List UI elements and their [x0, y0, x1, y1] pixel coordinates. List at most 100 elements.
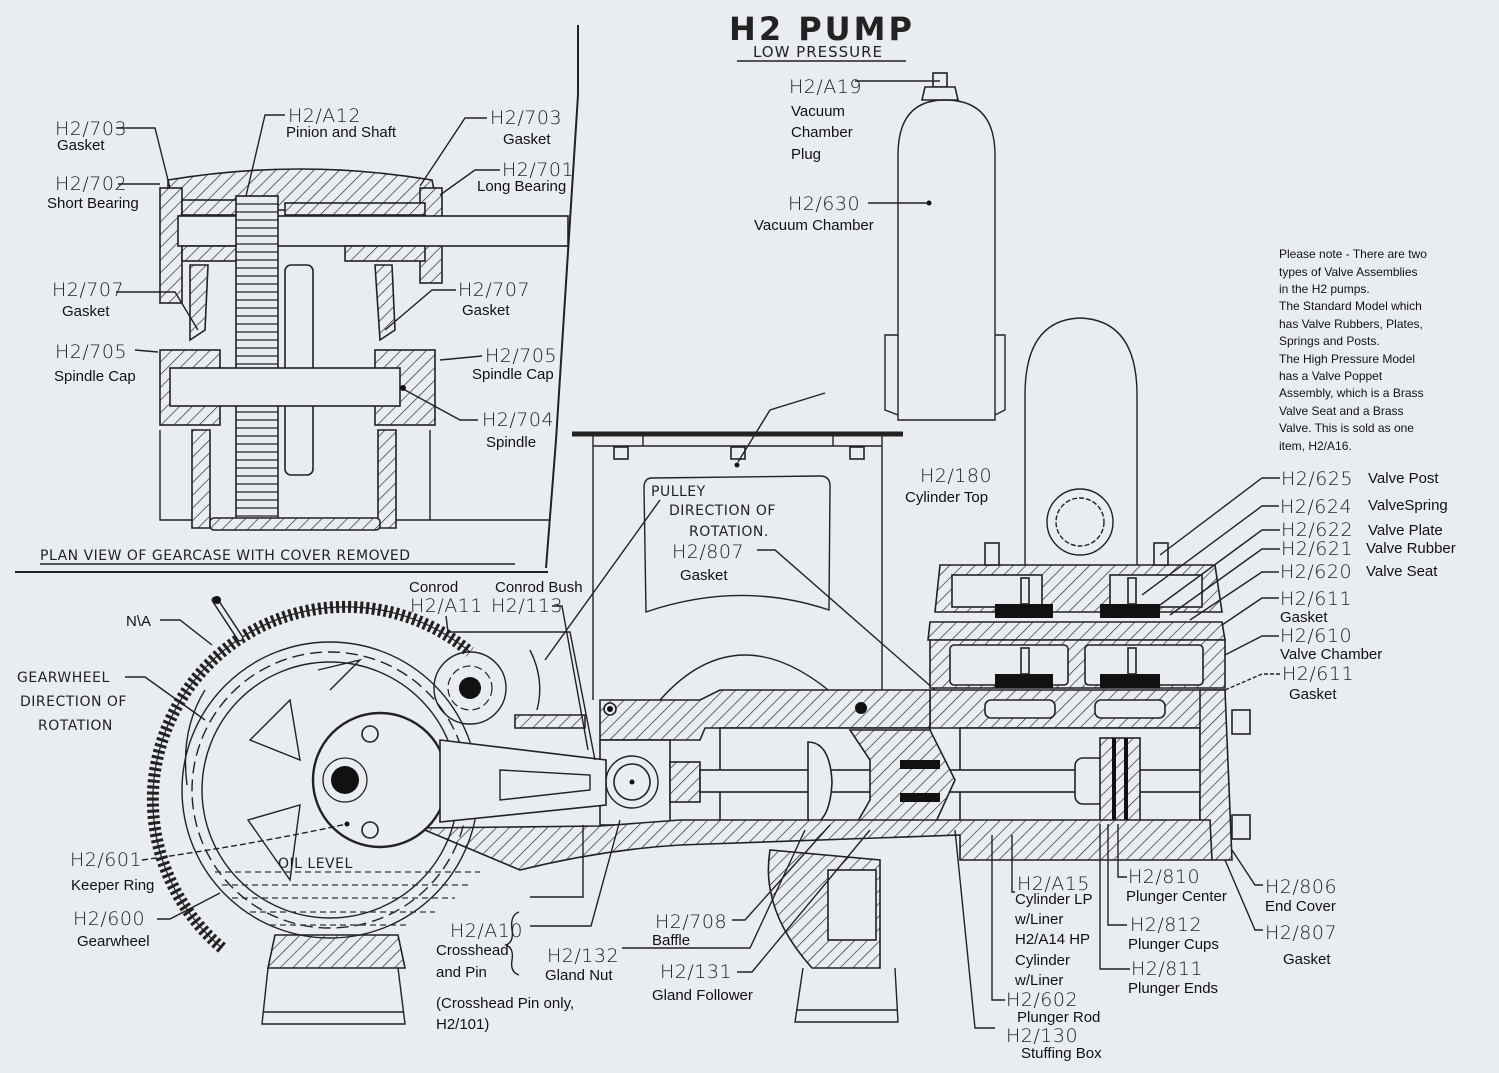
- part-desc: Gland Nut: [545, 967, 613, 984]
- part-desc: Valve Rubber: [1366, 540, 1456, 557]
- label-h2-113: Conrod Bush H2/113: [491, 579, 589, 751]
- leader-line: [160, 619, 213, 646]
- oil-level-label: OIL LEVEL: [278, 856, 353, 872]
- part-code: H2/624: [1280, 496, 1352, 518]
- spindle-dot: [400, 385, 406, 391]
- label-h2-625: H2/625 Valve Post: [1159, 468, 1439, 556]
- part-code: H2/A19: [789, 76, 862, 98]
- leader-line: [1224, 635, 1279, 656]
- part-desc: Plunger Ends: [1128, 980, 1218, 997]
- part-desc: Gasket: [503, 131, 551, 148]
- pulley-arc: [659, 654, 841, 701]
- vacuum-chamber-body: [897, 99, 996, 421]
- part-code: H2/807: [672, 541, 744, 563]
- leg-window: [827, 869, 877, 941]
- part-desc: H2/A14 HP: [1015, 931, 1090, 948]
- leader-line: [125, 676, 206, 721]
- gearcase-caption: PLAN VIEW OF GEARCASE WITH COVER REMOVED: [40, 548, 411, 564]
- pulley-rotation-text: DIRECTION OF: [669, 503, 776, 519]
- part-code: H2/611: [1280, 588, 1352, 610]
- part-desc: Spindle: [486, 434, 536, 451]
- label-h2-611-upper: H2/611 Gasket: [1221, 588, 1352, 626]
- leader-line: [1169, 548, 1280, 616]
- part-desc: Gearwheel: [77, 933, 150, 950]
- part-code: H2/630: [788, 193, 860, 215]
- leader-line: [1189, 571, 1279, 621]
- part-desc: Cylinder Top: [905, 489, 988, 506]
- rod-nut: [669, 761, 701, 803]
- label-h2-811: H2/811 Plunger Ends: [1099, 824, 1218, 997]
- note-line: has a Valve Poppet: [1279, 369, 1383, 383]
- gearwheel-rotation-arrow: [184, 689, 206, 786]
- bearing-section: [284, 202, 426, 216]
- note-line: The Standard Model which: [1279, 299, 1422, 313]
- label-h2-611-lower: H2/611 Gasket: [1224, 663, 1354, 703]
- part-desc: Gasket: [462, 302, 510, 319]
- plug-base: [920, 86, 960, 101]
- part-code: H2/703: [490, 107, 562, 129]
- part-desc: Crosshead: [436, 942, 509, 959]
- part-code: H2/807: [1265, 922, 1337, 944]
- part-desc: Plunger Center: [1126, 888, 1227, 905]
- dome-port-inner: [1055, 497, 1105, 547]
- brace: [504, 911, 520, 976]
- chamber-collar: [884, 334, 1006, 416]
- leader-line: [544, 499, 661, 661]
- part-code: H2/611: [1282, 663, 1354, 685]
- valve-post: [1127, 647, 1137, 675]
- casing-base: [209, 517, 381, 531]
- label-h2-707-left: H2/707 Gasket: [52, 279, 199, 331]
- valve-gasket-upper: [927, 621, 1226, 641]
- frame-lines: [15, 25, 579, 573]
- rear-leg: [267, 934, 406, 969]
- leader-line: [445, 615, 596, 761]
- part-desc: Plunger Rod: [1017, 1009, 1100, 1026]
- note-line: Valve Seat and a Brass: [1279, 404, 1404, 418]
- valve-seat-plate: [929, 689, 1226, 729]
- label-h2-a19: H2/A19 Vacuum Chamber Plug: [789, 76, 940, 163]
- leader-line: [245, 114, 285, 197]
- leader-line: [1231, 849, 1263, 886]
- label-h2-806: H2/806 End Cover: [1231, 849, 1337, 915]
- label-h2-807-pulley: H2/807 Gasket: [672, 541, 936, 691]
- leader-line: [116, 127, 171, 189]
- diagram-title: H2 PUMP: [729, 10, 915, 48]
- part-code: H2/707: [458, 279, 530, 301]
- title-block: H2 PUMP LOW PRESSURE: [729, 10, 915, 62]
- label-h2-810: H2/810 Plunger Center: [1117, 824, 1227, 905]
- note-line: types of Valve Assemblies: [1279, 265, 1418, 279]
- lower-labels: H2/A10 Crosshead and Pin (Crosshead Pin …: [436, 819, 1337, 1062]
- crankshaft: [331, 766, 359, 794]
- gearwheel-labels: N\A GEARWHEEL DIRECTION OF ROTATION H2/6…: [17, 579, 596, 950]
- part-desc: Gasket: [1289, 686, 1337, 703]
- leader-line: [116, 291, 199, 331]
- part-desc: Gasket: [1283, 951, 1331, 968]
- part-code: H2/812: [1130, 914, 1202, 936]
- na-label: N\A: [126, 613, 151, 630]
- part-note: (Crosshead Pin only,: [436, 995, 574, 1012]
- label-h2-702: H2/702 Short Bearing: [47, 173, 160, 212]
- part-desc: Gasket: [680, 567, 728, 584]
- pump-body: [261, 689, 1251, 1025]
- part-code: H2/708: [655, 911, 727, 933]
- leader-line: [622, 829, 806, 949]
- part-desc: Plunger Cups: [1128, 936, 1219, 953]
- rear-foot: [261, 967, 406, 1025]
- part-desc: Valve Chamber: [1280, 646, 1382, 663]
- label-h2-a11: Conrod H2/A11: [409, 579, 596, 761]
- crank-bolt: [361, 821, 379, 839]
- valve-post: [1020, 647, 1030, 675]
- label-h2-705-right: H2/705 Spindle Cap: [439, 345, 557, 383]
- bearing-section: [181, 245, 238, 262]
- valve-post: [1020, 577, 1030, 605]
- cylinder-top: H2/180 Cylinder Top: [905, 317, 1138, 565]
- part-code: H2/707: [52, 279, 124, 301]
- rotation-text: ROTATION: [38, 718, 113, 734]
- part-code: H2/A10: [450, 920, 523, 942]
- part-desc: Gasket: [62, 303, 110, 320]
- pulley-rotation-text: PULLEY: [651, 484, 706, 500]
- part-code: H2/A11: [410, 595, 483, 617]
- leader-line: [1107, 824, 1127, 926]
- conrod-web: [499, 769, 591, 801]
- valve-block: [927, 542, 1226, 729]
